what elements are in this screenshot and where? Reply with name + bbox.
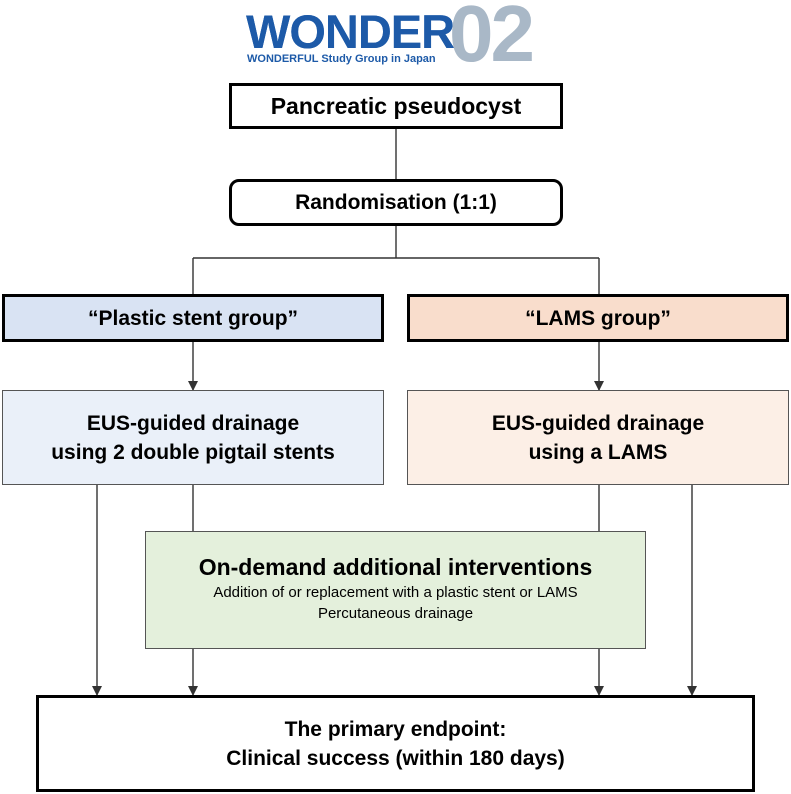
randomisation-box: Randomisation (1:1) [229, 179, 563, 226]
randomisation-label: Randomisation (1:1) [295, 191, 497, 214]
plastic-group-label: “Plastic stent group” [87, 306, 299, 330]
lams-group-header: “LAMS group” [407, 294, 789, 342]
lams-drainage-line-2: using a LAMS [528, 440, 668, 464]
plastic-drainage-line-2: using 2 double pigtail stents [51, 440, 335, 464]
line-randomisation-split [192, 226, 600, 294]
population-label: Pancreatic pseudocyst [270, 93, 522, 119]
lams-drainage-box: EUS-guided drainage using a LAMS [407, 390, 789, 485]
lams-group-label: “LAMS group” [525, 306, 671, 330]
ondemand-line-1: Addition of or replacement with a plasti… [213, 584, 578, 601]
endpoint-line-2: Clinical success (within 180 days) [226, 746, 565, 770]
plastic-group-header: “Plastic stent group” [2, 294, 384, 342]
ondemand-line-2: Percutaneous drainage [317, 605, 474, 622]
ondemand-title: On-demand additional interventions [198, 554, 593, 580]
lams-drainage-line-1: EUS-guided drainage [491, 411, 705, 435]
logo-word: WONDER [246, 5, 455, 58]
plastic-drainage-line-1: EUS-guided drainage [86, 411, 300, 435]
endpoint-box: The primary endpoint: Clinical success (… [36, 695, 755, 792]
plastic-drainage-box: EUS-guided drainage using 2 double pigta… [2, 390, 384, 485]
endpoint-line-1: The primary endpoint: [284, 717, 507, 741]
logo-subtitle: WONDERFUL Study Group in Japan [247, 53, 436, 65]
logo-number: 02 [449, 0, 535, 78]
ondemand-box: On-demand additional interventions Addit… [145, 531, 646, 649]
population-box: Pancreatic pseudocyst [229, 83, 563, 129]
wonder02-logo: WONDER 02 WONDERFUL Study Group in Japan [246, 0, 546, 78]
